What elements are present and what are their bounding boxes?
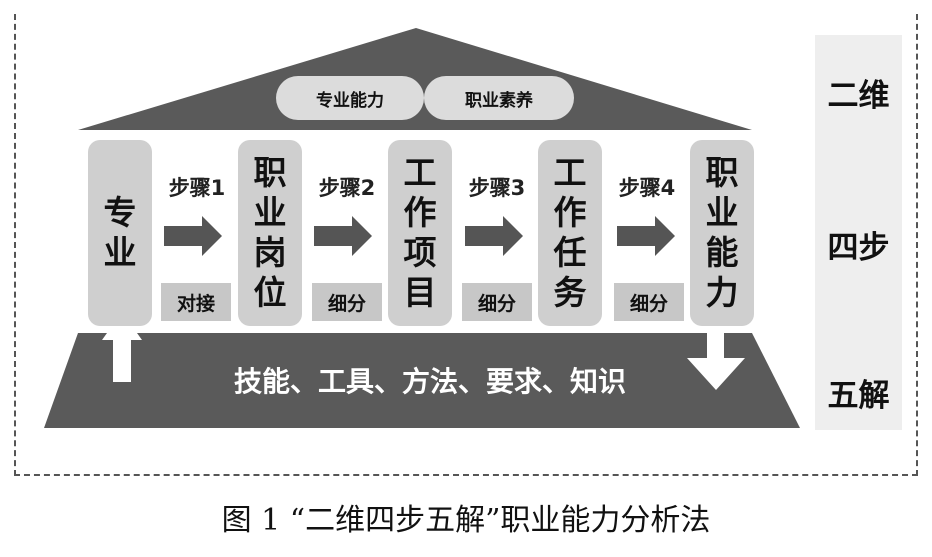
step-4-sub-label: 细分 (614, 283, 684, 321)
step-1-sub-label: 对接 (161, 283, 231, 321)
pillar-char: 业 (705, 193, 739, 232)
down-arrow-icon (687, 322, 745, 390)
pillar-char: 工 (553, 153, 587, 192)
pillar-char: 业 (103, 233, 137, 272)
foundation-label: 技能、工具、方法、要求、知识 (233, 365, 626, 398)
pillar-char: 职 (253, 153, 287, 192)
step-2-sub-label: 细分 (312, 283, 382, 321)
up-arrow-icon (102, 312, 142, 382)
step-1-arrow-icon (164, 216, 222, 256)
pillar-vocational-ability: 职业能力 (690, 140, 754, 326)
roof-pill-professional-ability: 专业能力 (276, 76, 424, 120)
step-1-label: 步骤1 (168, 176, 226, 200)
pillar-work-task: 工作任务 (538, 140, 602, 326)
step-3-arrow-icon (465, 216, 523, 256)
side-label-five-solutions: 五解 (827, 378, 890, 414)
pillar-char: 业 (253, 193, 287, 232)
pillar-work-project: 工作项目 (388, 140, 452, 326)
pillar-char: 作 (403, 193, 437, 232)
step-2-arrow-icon (314, 216, 372, 256)
step-3-sub-label: 细分 (462, 283, 532, 321)
pillar-char: 岗 (253, 233, 287, 272)
figure-caption: 图 1 “二维四步五解”职业能力分析法 (221, 503, 711, 538)
dashed-frame (14, 14, 918, 476)
step-3-label: 步骤3 (468, 176, 526, 200)
pillar-major: 专业 (88, 140, 152, 326)
pillar-char: 职 (705, 153, 739, 192)
step-2-label: 步骤2 (318, 176, 376, 200)
roof-pill-professional-quality: 职业素养 (424, 76, 574, 120)
pillar-char: 力 (705, 273, 739, 312)
foundation (44, 333, 800, 428)
pillar-char: 目 (403, 273, 437, 312)
pillar-char: 项 (403, 233, 437, 272)
pillar-char: 作 (553, 193, 587, 232)
step-4-arrow-icon (617, 216, 675, 256)
step-4-label: 步骤4 (618, 176, 676, 200)
pillar-char: 位 (253, 273, 287, 312)
pillar-char: 任 (553, 233, 587, 272)
roof (78, 28, 752, 130)
pillar-char: 能 (705, 233, 739, 272)
side-label-four-steps: 四步 (827, 230, 890, 266)
pillar-job-position: 职业岗位 (238, 140, 302, 326)
pillar-char: 务 (553, 273, 587, 312)
pillar-char: 专 (103, 193, 137, 232)
side-label-two-dimensions: 二维 (827, 78, 890, 114)
side-panel (815, 35, 902, 430)
pillar-char: 工 (403, 153, 437, 192)
